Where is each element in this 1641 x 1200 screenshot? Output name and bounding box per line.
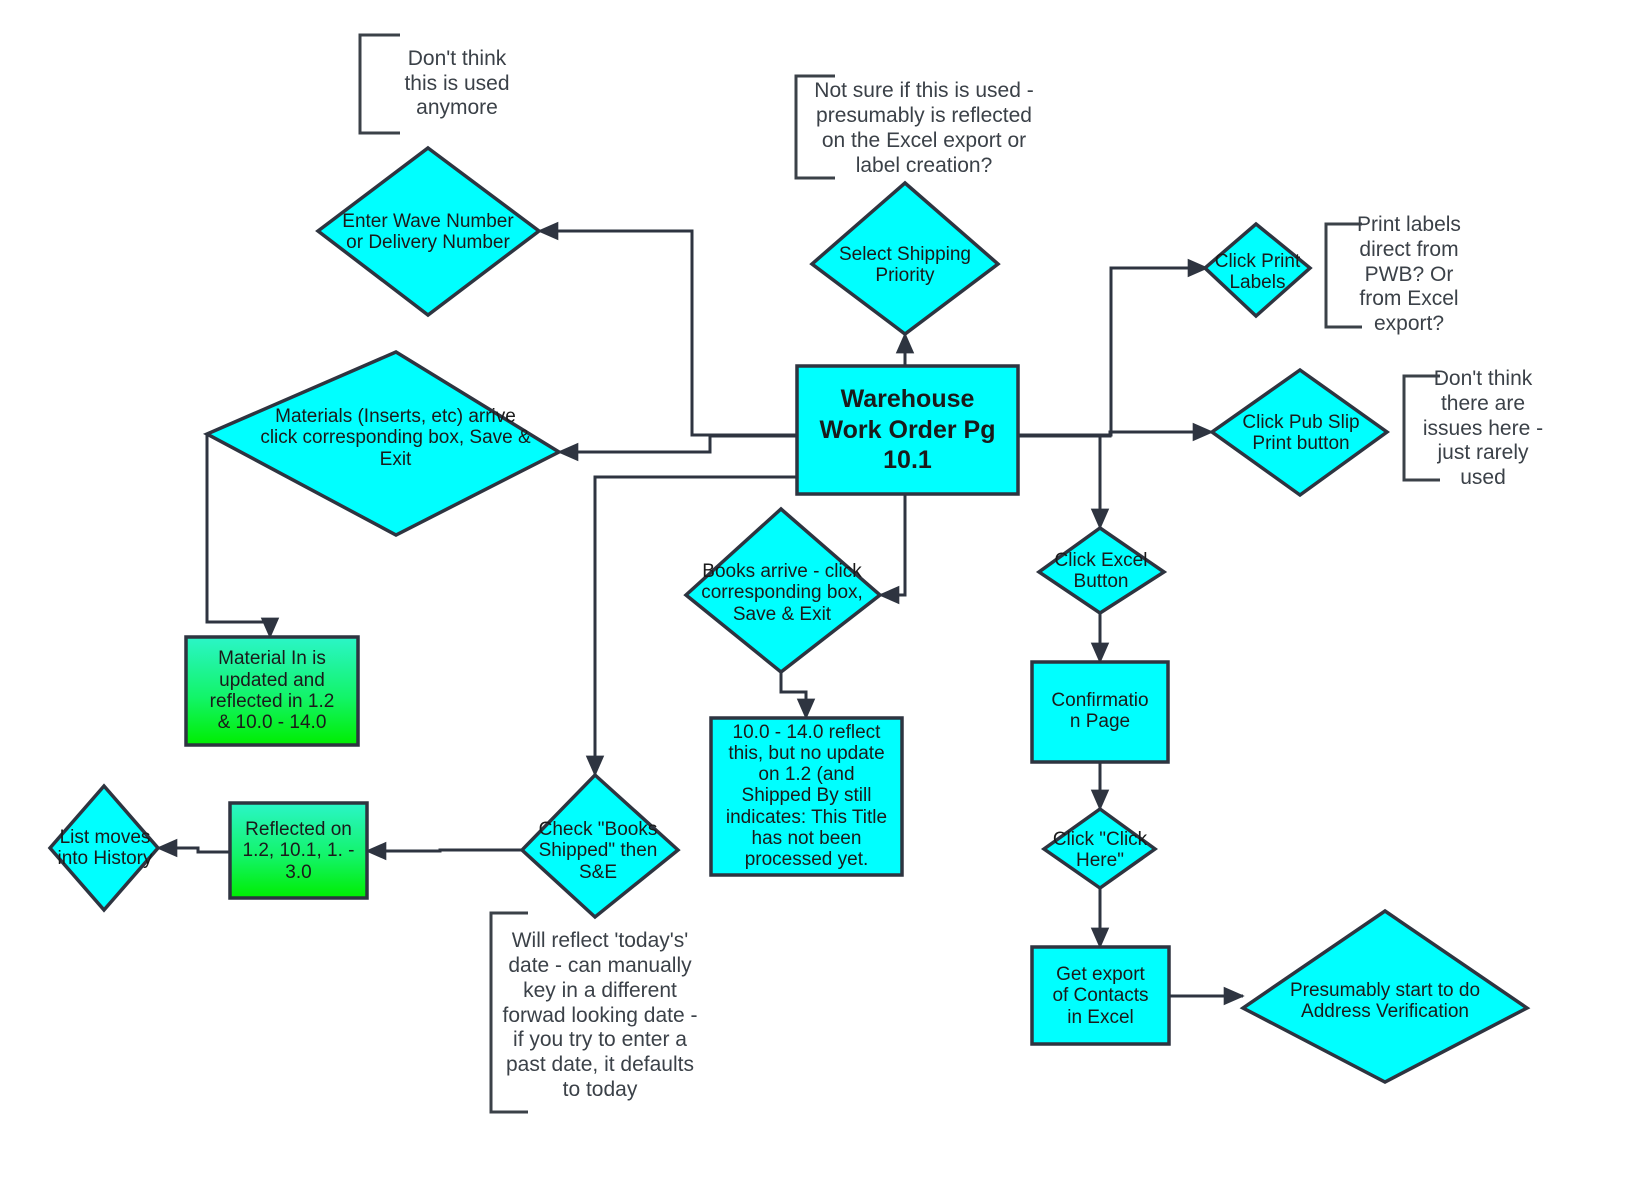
edge-materials-to-material-in: [205, 434, 280, 639]
edge-main-to-materials: [557, 434, 797, 462]
note-bracket-print-labels: [1324, 222, 1362, 329]
note-text-print-labels: Print labels direct from PWB? Or from Ex…: [1357, 213, 1461, 336]
node-select-shipping-priority[interactable]: [809, 180, 1001, 337]
node-books-arrive[interactable]: [683, 506, 883, 675]
note-text-books-shipped: Will reflect 'today's' date - can manual…: [502, 929, 698, 1101]
node-click-pub-slip[interactable]: [1208, 367, 1390, 498]
node-material-in-updated[interactable]: [184, 635, 360, 747]
note-text-pub-slip: Don't think there are issues here - just…: [1422, 367, 1544, 490]
edge-books-to-reflect: [779, 672, 816, 720]
note-bracket-shipping: [794, 74, 835, 180]
node-list-moves-history[interactable]: [47, 783, 161, 913]
note-text-enter-wave: Don't think this is used anymore: [404, 46, 510, 120]
edge-main-to-enter-wave: [537, 221, 797, 437]
edge-reflected-to-history: [156, 838, 230, 858]
node-click-click-here[interactable]: [1040, 806, 1159, 891]
node-get-export-contacts[interactable]: [1030, 945, 1171, 1046]
edge-main-to-print-labels: [1018, 258, 1209, 437]
node-address-verification[interactable]: [1239, 908, 1531, 1084]
edge-main-to-books-arrive: [878, 494, 907, 605]
edge-main-to-pub-slip: [1018, 422, 1214, 442]
node-click-excel-button[interactable]: [1035, 525, 1168, 616]
note-bracket-pub-slip: [1402, 374, 1440, 482]
note-bracket-enter-wave: [358, 33, 400, 135]
node-warehouse-work-order[interactable]: [795, 364, 1020, 496]
node-materials-arrive[interactable]: [202, 350, 563, 537]
node-reflected-on[interactable]: [228, 801, 369, 900]
node-check-books-shipped[interactable]: [519, 772, 681, 920]
node-confirmation-page[interactable]: [1030, 660, 1170, 764]
node-enter-wave-number[interactable]: [315, 145, 542, 318]
note-text-shipping: Not sure if this is used - presumably is…: [814, 79, 1034, 177]
note-bracket-books-shipped: [489, 911, 528, 1114]
node-reflect-no-update[interactable]: [709, 716, 904, 877]
edge-check-to-reflected: [365, 841, 522, 861]
node-click-print-labels[interactable]: [1202, 221, 1313, 319]
edge-main-to-check-books: [585, 475, 797, 777]
